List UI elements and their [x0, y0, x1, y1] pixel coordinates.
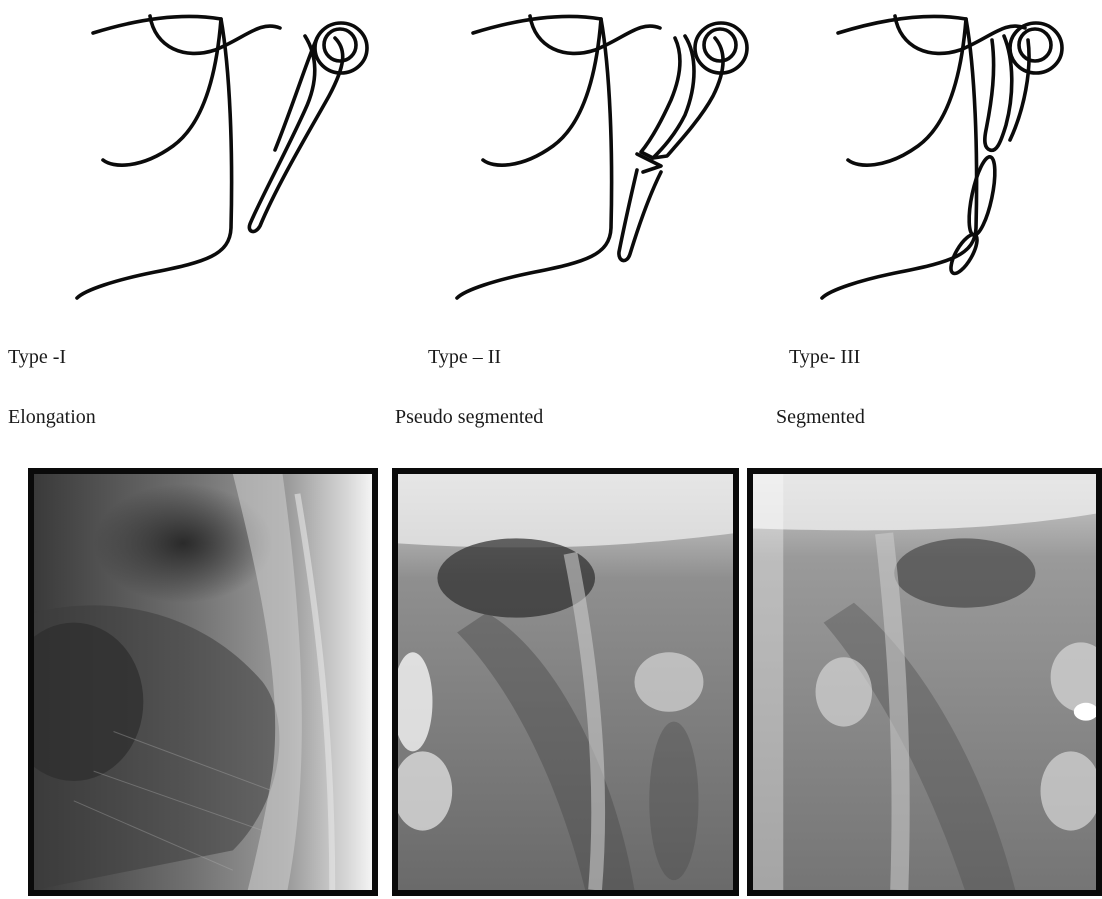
description-label-1: Elongation — [8, 406, 96, 429]
styloid-segment-2 — [964, 155, 1000, 237]
styloid-upper-right — [653, 38, 723, 158]
type-label-1: Type -I — [8, 346, 66, 369]
description-label-3: Segmented — [776, 406, 865, 429]
styloid-process — [249, 36, 342, 232]
diagram-type-1-elongation — [55, 0, 395, 320]
ear-ring-inner — [1019, 29, 1051, 61]
diagram-type-3-segmented — [800, 0, 1102, 320]
condylar-fossa — [530, 16, 660, 53]
radiograph-type-2 — [392, 468, 739, 896]
condylar-fossa — [150, 16, 280, 53]
mandible-outline — [473, 16, 601, 165]
condylar-fossa — [895, 16, 1025, 53]
styloid-segment-3 — [946, 231, 982, 277]
radiograph-type-1 — [28, 468, 378, 896]
styloid-lower-segment — [619, 170, 661, 261]
radiograph-type-3 — [747, 468, 1102, 896]
styloid-segment-1 — [985, 36, 1012, 150]
styloid-upper-segment — [641, 36, 694, 158]
description-label-2: Pseudo segmented — [395, 406, 543, 429]
type-label-3: Type- III — [789, 346, 860, 369]
mandible-outline — [838, 16, 966, 165]
diagram-type-2-pseudo-segmented — [435, 0, 775, 320]
type-label-2: Type – II — [428, 346, 501, 369]
mandible-outline — [93, 16, 221, 165]
